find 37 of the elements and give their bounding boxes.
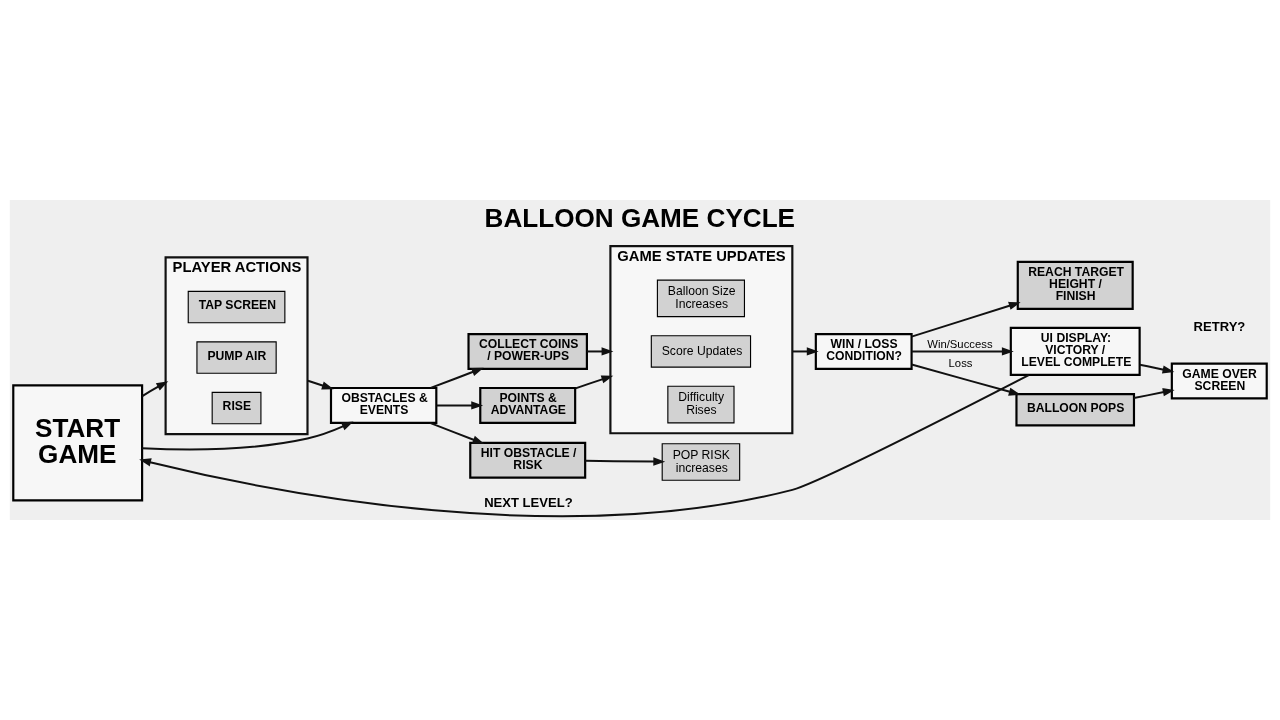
node-box: Balloon Size Increases bbox=[656, 279, 745, 318]
arrow bbox=[141, 421, 354, 451]
node-box: REACH TARGET HEIGHT / FINISH bbox=[1016, 260, 1134, 310]
edge-label: Loss bbox=[948, 357, 973, 370]
node-box: GAME OVER SCREEN bbox=[1170, 362, 1268, 400]
edge-label: NEXT LEVEL? bbox=[484, 495, 573, 511]
node-box: PUMP AIR bbox=[196, 341, 277, 374]
arrow bbox=[910, 363, 1021, 396]
node-box: HIT OBSTACLE / RISK bbox=[469, 441, 587, 479]
arrow bbox=[584, 457, 666, 466]
node-box: OBSTACLES & EVENTS bbox=[329, 386, 438, 424]
node-box: UI DISPLAY: VICTORY / LEVEL COMPLETE bbox=[1009, 326, 1141, 377]
arrow bbox=[428, 421, 485, 444]
node-box: START GAME bbox=[12, 384, 144, 502]
arrow bbox=[1138, 363, 1175, 374]
node-box: Difficulty Rises bbox=[667, 385, 735, 424]
arrow bbox=[435, 401, 484, 410]
arrow bbox=[139, 374, 1030, 518]
node-box: Score Updates bbox=[650, 335, 752, 368]
node-box: POP RISK increases bbox=[661, 443, 741, 481]
arrow bbox=[791, 347, 819, 356]
node-box: TAP SCREEN bbox=[187, 290, 286, 324]
arrow bbox=[586, 347, 614, 356]
arrow bbox=[910, 347, 1014, 356]
arrow bbox=[910, 301, 1021, 338]
edge-label: Win/Success bbox=[927, 338, 993, 351]
arrow bbox=[574, 375, 614, 390]
node-box: BALLOON POPS bbox=[1015, 393, 1136, 427]
node-box: RISE bbox=[211, 391, 262, 425]
arrow bbox=[429, 367, 484, 389]
node-label: RETRY? bbox=[1193, 319, 1246, 334]
node-box: COLLECT COINS / POWER-UPS bbox=[467, 332, 588, 370]
node-box: POINTS & ADVANTAGE bbox=[479, 386, 577, 424]
node-box: WIN / LOSS CONDITION? bbox=[814, 332, 913, 370]
diagram-title: BALLOON GAME CYCLE bbox=[484, 202, 796, 233]
arrow bbox=[141, 381, 169, 398]
arrow bbox=[1132, 388, 1175, 400]
